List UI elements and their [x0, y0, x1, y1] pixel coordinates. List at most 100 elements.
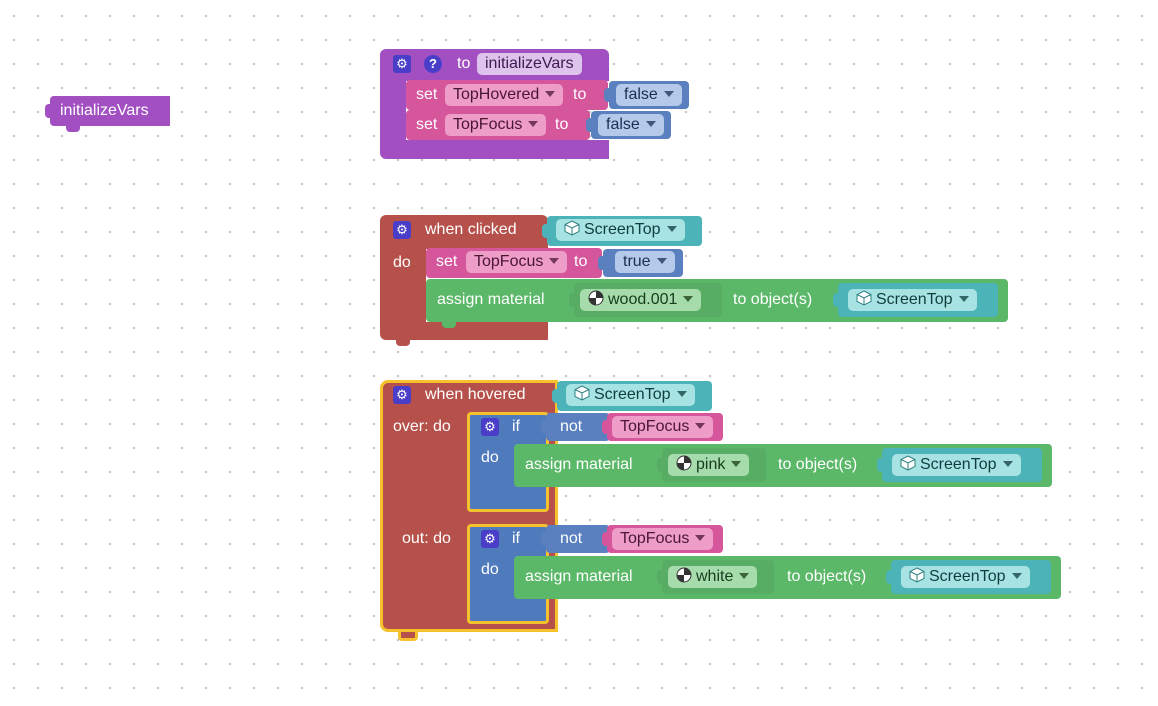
variable-name: TopFocus [620, 418, 690, 435]
procedure-block-footer [380, 140, 609, 159]
dropdown-arrow-icon [1002, 460, 1013, 467]
boolean-dropdown[interactable]: true [615, 251, 675, 273]
dropdown-arrow-icon [545, 90, 556, 97]
dropdown-arrow-icon [1011, 572, 1022, 579]
dropdown-arrow-icon [656, 257, 667, 264]
gear-icon[interactable]: ⚙ [393, 221, 411, 239]
block-connector [604, 88, 610, 102]
boolean-value: true [623, 253, 651, 270]
gear-icon[interactable]: ⚙ [481, 530, 499, 548]
cube-icon [564, 220, 580, 236]
dropdown-arrow-icon [676, 390, 687, 397]
variable-name: TopFocus [620, 530, 690, 547]
assign-material-label: assign material [525, 456, 633, 473]
dropdown-arrow-icon [663, 90, 674, 97]
procedure-block-spine [380, 78, 406, 140]
to-object-label: to object(s) [778, 456, 858, 473]
dropdown-arrow-icon [695, 422, 706, 429]
variable-name: TopFocus [453, 116, 523, 133]
if-label: if [512, 530, 520, 547]
gear-icon[interactable]: ⚙ [393, 55, 411, 73]
variable-name: TopHovered [453, 86, 540, 103]
object-dropdown[interactable]: ScreenTop [566, 384, 695, 406]
block-connector [657, 570, 663, 584]
cube-icon [900, 455, 916, 471]
block-connector [552, 389, 558, 403]
to-label: to [555, 116, 569, 133]
block-connector [541, 532, 547, 546]
variable-dropdown[interactable]: TopHovered [445, 84, 564, 106]
object-dropdown[interactable]: ScreenTop [556, 219, 685, 241]
call-block-label: initializeVars [60, 102, 149, 119]
block-connector [833, 293, 839, 307]
help-icon[interactable]: ? [424, 55, 442, 73]
dropdown-arrow-icon [958, 295, 969, 302]
variable-dropdown[interactable]: TopFocus [612, 528, 714, 550]
block-connector [586, 118, 592, 132]
dropdown-arrow-icon [731, 460, 742, 467]
block-connector [542, 224, 548, 238]
dropdown-arrow-icon [695, 534, 706, 541]
object-dropdown[interactable]: ScreenTop [848, 289, 977, 311]
assign-material-label: assign material [525, 568, 633, 585]
variable-dropdown[interactable]: TopFocus [445, 114, 547, 136]
object-name: ScreenTop [584, 221, 661, 238]
cube-icon [574, 385, 590, 401]
block-connector [657, 458, 663, 472]
do-label: do [481, 449, 499, 466]
boolean-value: false [606, 116, 640, 133]
dropdown-arrow-icon [739, 572, 750, 579]
event-label: when hovered [425, 386, 526, 403]
material-name: pink [696, 456, 726, 473]
block-notch [398, 632, 418, 641]
to-object-label: to object(s) [787, 568, 867, 585]
object-dropdown[interactable]: ScreenTop [901, 566, 1030, 588]
material-ball-icon [676, 455, 692, 471]
variable-dropdown[interactable]: TopFocus [612, 416, 714, 438]
object-dropdown[interactable]: ScreenTop [892, 454, 1021, 476]
material-ball-icon [588, 290, 604, 306]
material-name: wood.001 [608, 291, 678, 308]
object-name: ScreenTop [876, 291, 953, 308]
out-do-label: out: do [402, 530, 451, 547]
material-dropdown[interactable]: white [668, 566, 758, 588]
dropdown-arrow-icon [666, 225, 677, 232]
object-name: ScreenTop [594, 386, 671, 403]
block-notch [66, 126, 80, 132]
gear-icon[interactable]: ⚙ [393, 386, 411, 404]
to-object-label: to object(s) [733, 291, 813, 308]
over-do-label: over: do [393, 418, 451, 435]
set-label: set [416, 116, 438, 133]
procedure-name-field[interactable]: initializeVars [477, 53, 582, 75]
boolean-dropdown[interactable]: false [598, 114, 664, 136]
material-dropdown[interactable]: pink [668, 454, 750, 476]
cube-icon [856, 290, 872, 306]
not-block[interactable] [541, 525, 610, 553]
block-connector [602, 420, 608, 434]
dropdown-arrow-icon [645, 120, 656, 127]
boolean-value: false [624, 86, 658, 103]
to-label: to [457, 55, 471, 72]
variable-name: TopFocus [474, 253, 544, 270]
variable-dropdown[interactable]: TopFocus [466, 251, 568, 273]
set-label: set [416, 86, 438, 103]
initializevars-call-block[interactable]: initializeVars [45, 96, 170, 132]
block-connector [541, 420, 547, 434]
when-clicked-footer [380, 322, 548, 340]
dropdown-arrow-icon [528, 120, 539, 127]
block-notch [442, 322, 456, 328]
material-ball-icon [676, 567, 692, 583]
not-block[interactable] [541, 413, 610, 441]
gear-icon[interactable]: ⚙ [481, 418, 499, 436]
do-label: do [481, 561, 499, 578]
block-connector [598, 256, 604, 270]
material-dropdown[interactable]: wood.001 [580, 289, 702, 311]
when-clicked-spine [380, 248, 426, 328]
boolean-dropdown[interactable]: false [616, 84, 682, 106]
material-name: white [696, 568, 734, 585]
block-connector [569, 293, 575, 307]
cube-icon [909, 567, 925, 583]
if-label: if [512, 418, 520, 435]
dropdown-arrow-icon [549, 257, 560, 264]
to-label: to [574, 253, 588, 270]
